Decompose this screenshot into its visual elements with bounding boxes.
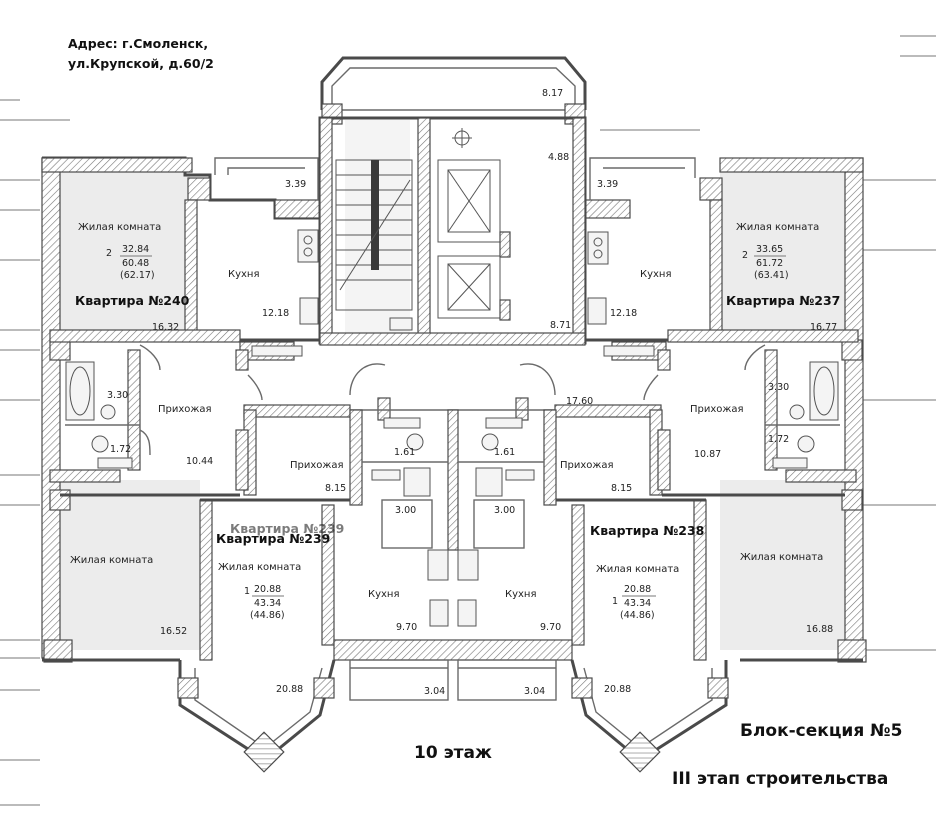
area-corridor: 17.60	[566, 396, 593, 407]
floor-caption: 10 этаж	[414, 743, 492, 763]
apt-237-area-with-balcony: (63.41)	[754, 270, 789, 281]
balcony-areas: 3.39 3.39 8.17 4.88 8.71 17.60	[285, 88, 618, 407]
apt-237-total-area: 61.72	[756, 258, 783, 269]
center-bathrooms	[349, 409, 557, 551]
area-balcony-top-left: 3.39	[285, 179, 306, 190]
room-name-kitchen: Кухня	[640, 269, 672, 280]
area-wc-238: 1.61	[494, 447, 515, 458]
apt-237-label: Квартира №237	[726, 293, 840, 308]
apt-239-total-area: 43.34	[254, 598, 281, 609]
apt-237-rooms: 2	[742, 250, 748, 261]
apt-240-label: Квартира №240	[75, 293, 190, 308]
address-block: Адрес: г.Смоленск, ул.Крупской, д.60/2	[68, 36, 214, 71]
room-name-living: Жилая комната	[70, 555, 153, 566]
apt-238-area-with-balcony: (44.86)	[620, 610, 655, 621]
area-balcony-238: 3.04	[524, 686, 545, 697]
apt-239-living-area: 20.88	[254, 584, 281, 595]
apartment-239: Прихожая 8.15 1.61 3.00 Квартира №239 Кв…	[216, 447, 445, 697]
area-hall-237: 10.87	[694, 449, 721, 460]
area-hall-239: 8.15	[325, 483, 346, 494]
section-caption: Блок-секция №5	[740, 721, 902, 741]
address-line-2: ул.Крупской, д.60/2	[68, 56, 214, 71]
apt-240-area-with-balcony: (62.17)	[120, 270, 155, 281]
area-bath-239: 3.00	[395, 505, 416, 516]
area-kitchen-240: 12.18	[262, 308, 289, 319]
area-wc-237: 1.72	[768, 434, 789, 445]
apt-237-living-area: 33.65	[756, 244, 783, 255]
elevator-shafts	[437, 128, 511, 321]
core	[318, 116, 587, 346]
apt-238-living-area: 20.88	[624, 584, 651, 595]
room-name-hall: Прихожая	[290, 460, 344, 471]
captions: 10 этаж Блок-секция №5 III этап строител…	[414, 721, 902, 789]
apt-239-area-with-balcony: (44.86)	[250, 610, 285, 621]
apt-238-label: Квартира №238	[590, 523, 704, 538]
apt-239-238-walls	[177, 498, 729, 773]
stair-flight	[335, 159, 413, 331]
room-name-hall: Прихожая	[158, 404, 212, 415]
area-kitchen-238: 9.70	[540, 622, 561, 633]
room-name-living: Жилая комната	[218, 562, 301, 573]
room-name-living: Жилая комната	[596, 564, 679, 575]
room-name-hall: Прихожая	[560, 460, 614, 471]
area-lobby-top: 8.17	[542, 88, 563, 99]
apt-239-label-ghost: Квартира №239	[230, 521, 344, 536]
outer-walls	[41, 56, 867, 663]
area-living-238: 20.88	[604, 684, 631, 695]
area-hall-240: 10.44	[186, 456, 213, 467]
area-wc-240: 1.72	[110, 444, 131, 455]
room-name-living: Жилая комната	[78, 222, 161, 233]
apt-238-rooms: 1	[612, 596, 618, 607]
apt-240-walls	[49, 199, 319, 497]
area-living-237a: 16.77	[810, 322, 837, 333]
apt-240-living-area: 32.84	[122, 244, 149, 255]
area-corridor-top: 8.71	[550, 320, 571, 331]
room-name-kitchen: Кухня	[368, 589, 400, 600]
apartment-237: Жилая комната 2 33.65 61.72 (63.41) Квар…	[610, 222, 840, 635]
area-living-239: 20.88	[276, 684, 303, 695]
area-living-240b: 16.52	[160, 626, 187, 637]
room-name-kitchen: Кухня	[228, 269, 260, 280]
area-balcony-239: 3.04	[424, 686, 445, 697]
area-living-237b: 16.88	[806, 624, 833, 635]
area-wc-239: 1.61	[394, 447, 415, 458]
apt-237-walls	[587, 199, 859, 497]
area-kitchen-237: 12.18	[610, 308, 637, 319]
apartment-238: Прихожая 8.15 1.61 3.00 Квартира №238 Жи…	[494, 447, 704, 697]
area-bath-240: 3.30	[107, 390, 128, 401]
room-name-living: Жилая комната	[740, 552, 823, 563]
apt-240-total-area: 60.48	[122, 258, 149, 269]
area-bath-238: 3.00	[494, 505, 515, 516]
apt-239-rooms: 1	[244, 586, 250, 597]
area-bath-237: 3.30	[768, 382, 789, 393]
area-kitchen-239: 9.70	[396, 622, 417, 633]
room-name-hall: Прихожая	[690, 404, 744, 415]
room-name-kitchen: Кухня	[505, 589, 537, 600]
dimension-lines-left	[0, 35, 936, 806]
apt-239-label: Квартира №239	[216, 531, 330, 546]
apt-238-total-area: 43.34	[624, 598, 651, 609]
area-hall-238: 8.15	[611, 483, 632, 494]
area-lift-hall: 4.88	[548, 152, 569, 163]
area-balcony-top-right: 3.39	[597, 179, 618, 190]
address-line-1: Адрес: г.Смоленск,	[68, 36, 208, 51]
apartment-240: Жилая комната 2 32.84 60.48 (62.17) Квар…	[70, 222, 289, 637]
room-name-living: Жилая комната	[736, 222, 819, 233]
area-living-240a: 16.32	[152, 322, 179, 333]
apt-240-rooms: 2	[106, 248, 112, 259]
floor-tone	[60, 120, 850, 650]
stage-caption: III этап строительства	[672, 769, 888, 789]
